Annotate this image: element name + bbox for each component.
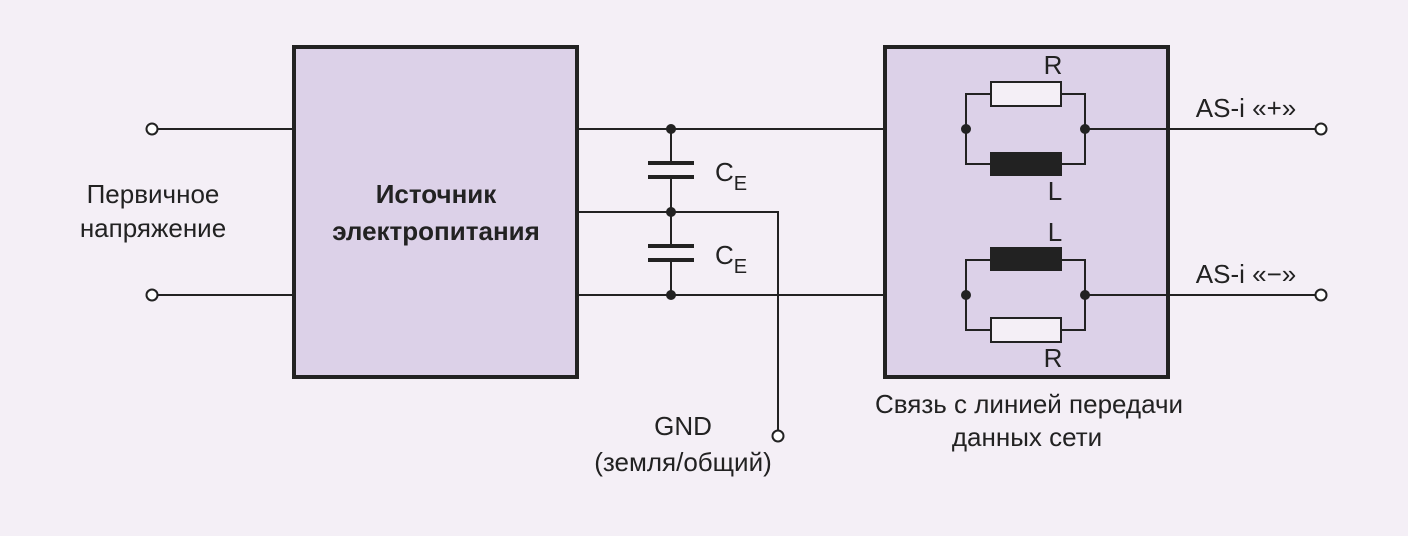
lower-resistor [990,317,1062,343]
upper-net-right-top [1061,93,1086,129]
input-terminal-bottom [145,288,159,302]
upper-inductor [990,152,1062,176]
lower-inductor [990,247,1062,271]
junction-dot [666,124,676,134]
cap2-label: CE [715,240,747,278]
cap1-label-sub: E [734,173,747,195]
upper-inductor-label: L [1048,176,1062,206]
psu-label-line1: Источник [376,179,498,209]
junction-dot [666,207,676,217]
gnd-label-line2: (земля/общий) [594,447,772,477]
junction-dot [961,290,971,300]
upper-net-left-bottom [965,129,991,165]
lower-net-right-top [1062,259,1086,295]
input-voltage-label-line1: Первичное [87,179,220,209]
gnd-terminal [771,429,785,443]
lower-net-left-bottom [965,295,991,331]
junction-dot [666,290,676,300]
gnd-wire [577,211,779,430]
power-supply-block [292,45,579,379]
output-minus-label: AS-i «−» [1196,259,1296,289]
junction-dot [961,124,971,134]
input-voltage-label-line2: напряжение [80,213,226,243]
lower-inductor-label: L [1048,217,1062,247]
output-plus-label: AS-i «+» [1196,93,1296,123]
coupling-caption-line1: Связь с линией передачи [875,389,1183,419]
psu-label-line2: электропитания [332,216,540,246]
gnd-label-line1: GND [654,411,712,441]
upper-resistor-label: R [1044,50,1063,80]
lower-resistor-label: R [1044,343,1063,373]
upper-net-right-bottom [1062,129,1086,165]
cap1-label-main: C [715,157,734,187]
lower-net-right-bottom [1061,295,1086,331]
cap2-label-main: C [715,240,734,270]
junction-dot [1080,290,1090,300]
output-plus-terminal [1314,122,1328,136]
junction-dot [1080,124,1090,134]
lower-net-left-top [965,259,990,295]
cap1-label: CE [715,157,747,195]
cap2-label-sub: E [734,256,747,278]
upper-net-left-top [965,93,991,129]
coupling-caption-line2: данных сети [952,422,1102,452]
output-minus-terminal [1314,288,1328,302]
input-terminal-top [145,122,159,136]
upper-resistor [990,81,1062,107]
